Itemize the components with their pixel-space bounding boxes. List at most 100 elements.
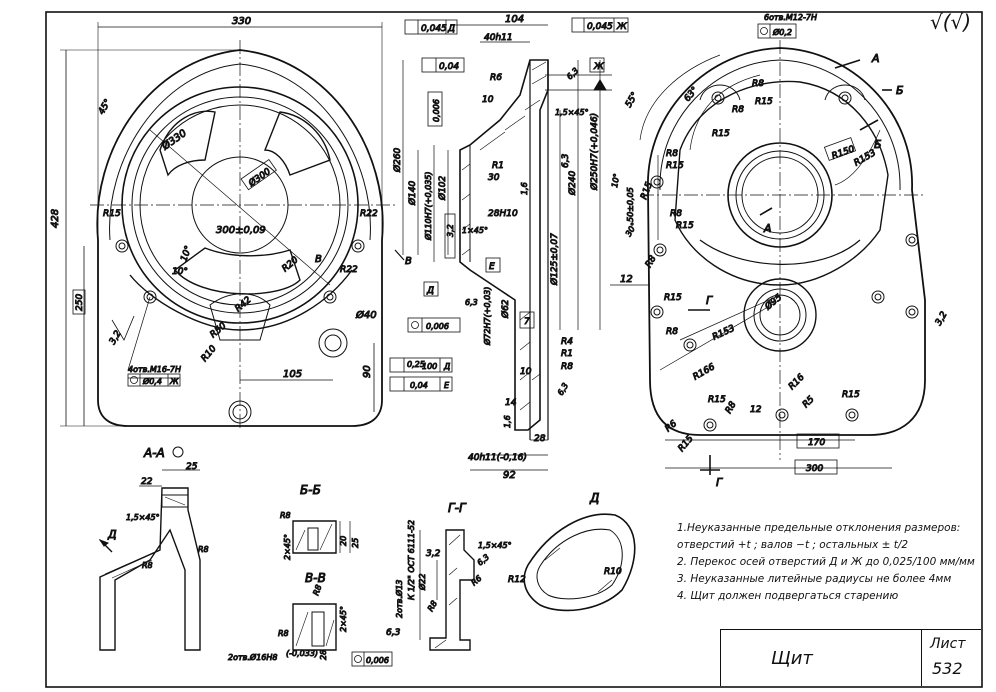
label-holes-pos: Ø0,4 [142, 376, 162, 386]
label-right-r166: R166 [692, 362, 718, 383]
label-mid-d250: Ø250H7(+0,046) [589, 113, 600, 191]
label-sec-vv-28: 28 [319, 650, 328, 660]
label-right-r16: R16 [787, 372, 807, 392]
label-angle-10a: 10° [172, 267, 188, 277]
label-sec-vv-pos: 0,006 [366, 656, 389, 665]
label-right-r15-g: R15 [708, 395, 726, 405]
label-right-r153: R153 [711, 324, 737, 343]
label-right-3-2: 3,2 [934, 310, 950, 328]
label-mid-tol-2: 0,045 [587, 22, 613, 32]
label-right-r8-b: R8 [732, 105, 744, 115]
label-mid-3-2: 3,2 [446, 224, 455, 237]
detail-d [523, 513, 636, 612]
label-datum-zh: Ж [169, 377, 179, 386]
label-dia-40: Ø40 [355, 309, 377, 321]
technical-notes: 1.Неуказанные предельные отклонения разм… [677, 520, 977, 605]
label-sec-aa-22: 22 [141, 477, 153, 487]
label-sec-gg-d22: Ø22 [417, 574, 427, 591]
label-mid-r1b: R1 [561, 349, 573, 359]
note-line: 4. Щит должен подвергаться старению [677, 590, 899, 602]
label-det-r12: R12 [508, 575, 526, 585]
label-sec-vv-r8b: R8 [278, 629, 289, 638]
label-r50: R50 [209, 321, 229, 340]
label-right-pos: Ø0,2 [772, 27, 792, 37]
label-mid-10: 10 [482, 95, 494, 105]
label-mid-40h11-tol: 40h11(-0,16) [468, 453, 527, 463]
label-mid-d140: Ø140 [407, 180, 418, 206]
label-mid-16: 1,6 [520, 182, 529, 195]
label-mid-tol-2-datum: Ж [616, 22, 627, 32]
label-mid-6-3c-top: 6,3 [465, 298, 478, 307]
label-mid-1-5x45: 1,5×45° [555, 108, 589, 117]
label-right-300: 300 [806, 464, 823, 474]
section-bb [292, 520, 351, 554]
label-right-r153-top: R153 [853, 148, 879, 169]
label-right-r8-e: R8 [644, 254, 659, 270]
label-sec-gg-chamfer: 1,5×45° [478, 541, 512, 550]
label-right-a-top: А [871, 52, 880, 65]
label-mid-100: 100 [422, 362, 437, 371]
label-dia-330: Ø330 [159, 127, 189, 153]
label-mid-pos-006: 0,006 [426, 322, 449, 331]
label-right-r8-c: R8 [666, 149, 678, 159]
middle-section [394, 24, 612, 471]
label-mid-d62: Ø62 [500, 299, 511, 319]
label-mid-16b: 1,6 [503, 415, 512, 428]
label-mid-tol-flat: 0,045 [421, 24, 447, 34]
note-line: 2. Перекос осей отверстий Д и Ж до 0,025… [677, 556, 975, 568]
label-dia-300: Ø300 [246, 166, 273, 190]
label-r22-top: R22 [360, 209, 378, 219]
label-sec-vv-2x45: 2×45° [339, 606, 348, 632]
label-mid-tol-025: 0,25 [407, 360, 425, 369]
label-mid-r6: R6 [490, 73, 502, 83]
label-right-r15-e: R15 [676, 221, 694, 231]
label-mid-40h11: 40h11 [484, 33, 513, 43]
label-sec-vv-r8: R8 [311, 584, 323, 597]
label-right-a-low: А [763, 222, 772, 235]
label-angle-45: 45° [97, 98, 114, 117]
label-r15: R15 [103, 209, 121, 219]
label-mid-r8: R8 [561, 362, 573, 372]
label-sec-gg-r8: R8 [426, 599, 439, 613]
label-mid-28h10: 28H10 [488, 209, 518, 219]
note-line: отверстий +t ; валов −t ; остальных ± t/… [677, 539, 909, 551]
label-sec-vv-note: 2отв.Ø16H8 [228, 652, 277, 662]
label-right-g: Г [716, 476, 723, 489]
front-view [60, 22, 395, 430]
section-vv [292, 603, 393, 667]
label-right-r15-b: R15 [712, 129, 730, 139]
label-right-r8-g: R8 [724, 400, 739, 416]
label-right-50: 50±0,05 [626, 187, 635, 222]
label-section-v: В [315, 254, 322, 265]
label-right-holes: 6отв.М12-7Н [764, 13, 817, 22]
label-right-g-mid: Г [706, 294, 713, 307]
roughness-symbol: √(√) [930, 10, 972, 34]
label-right-55: 55° [624, 91, 641, 110]
label-holes-note: 4отв.М16-7Н [128, 365, 181, 374]
label-det-d: Д [589, 491, 599, 505]
label-sec-aa-chamfer: 1,5×45° [126, 513, 160, 522]
label-right-10a: 10° [610, 173, 621, 189]
note-line: 3. Неуказанные литейные радиусы не более… [677, 573, 952, 585]
label-sec-vv-tol: (-0,033) [286, 649, 318, 658]
label-mid-r1: R1 [492, 161, 504, 171]
label-right-r15-h: R15 [842, 390, 860, 400]
label-right-63: 63° [683, 85, 701, 104]
label-mid-datum-zh: Ж [593, 62, 604, 72]
label-mid-flat: 0,04 [439, 62, 459, 72]
label-r22-low: R22 [340, 265, 358, 275]
label-mid-datum-e: Е [489, 262, 495, 272]
label-300-tol: 300±0,09 [216, 225, 266, 236]
label-r42: R42 [234, 295, 254, 314]
label-sec-gg-r6: R6 [470, 574, 484, 588]
label-mid-d260: Ø260 [392, 147, 403, 173]
label-mid-section-v: В [405, 256, 412, 267]
label-sec-aa-25: 25 [186, 462, 198, 472]
label-sec-bb-25: 25 [351, 538, 360, 548]
label-sec-gg-holes: 2отв.Ø13 [394, 580, 404, 618]
label-mid-6-3c: 6,3 [556, 381, 570, 397]
label-right-r8-a: R8 [752, 79, 764, 89]
label-det-r10: R10 [604, 567, 622, 577]
rear-view [610, 23, 926, 475]
label-right-r15-i: R15 [677, 434, 696, 454]
